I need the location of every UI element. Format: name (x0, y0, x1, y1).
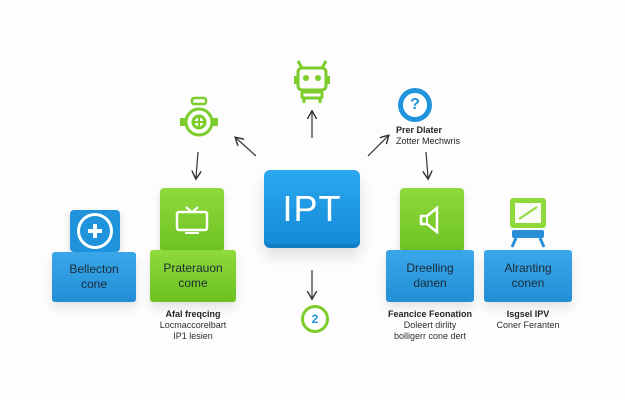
block-alranting: Alranting conen (484, 250, 572, 302)
tv-cube (160, 188, 224, 252)
block-bellecton: Bellecton cone (52, 252, 136, 302)
caption-praterauon: Afal freqcing Locmaccorelbart IP1 lesien (159, 309, 227, 341)
arrow-label-to-speaker (426, 151, 428, 178)
plus-icon (77, 213, 113, 249)
speaker-cube (400, 188, 464, 252)
plus-cube (70, 210, 120, 252)
block-dreelling: Dreelling danen (386, 250, 474, 302)
arrow-hub-to-question (367, 136, 388, 157)
tv-icon (175, 206, 209, 234)
gear-icon (178, 96, 220, 142)
arrow-hub-to-gear (236, 138, 257, 157)
speaker-icon (419, 205, 439, 235)
hub-label: IPT (282, 188, 342, 229)
robot-icon (290, 58, 334, 104)
block-praterauon: Praterauon come (150, 250, 236, 302)
question-icon: ? (398, 88, 432, 122)
hub-block: IPT (264, 170, 360, 248)
number-badge: 2 (301, 305, 329, 333)
arrow-gear-to-tv (196, 151, 198, 178)
caption-alranting: Isgsel IPV Coner Feranten (496, 309, 560, 330)
topright-label: Prer Dlater Zotter Mechwris (396, 125, 461, 146)
caption-dreelling: Feancice Feonation Doleert dirlity bolli… (387, 309, 473, 341)
monitor-icon (506, 196, 550, 248)
